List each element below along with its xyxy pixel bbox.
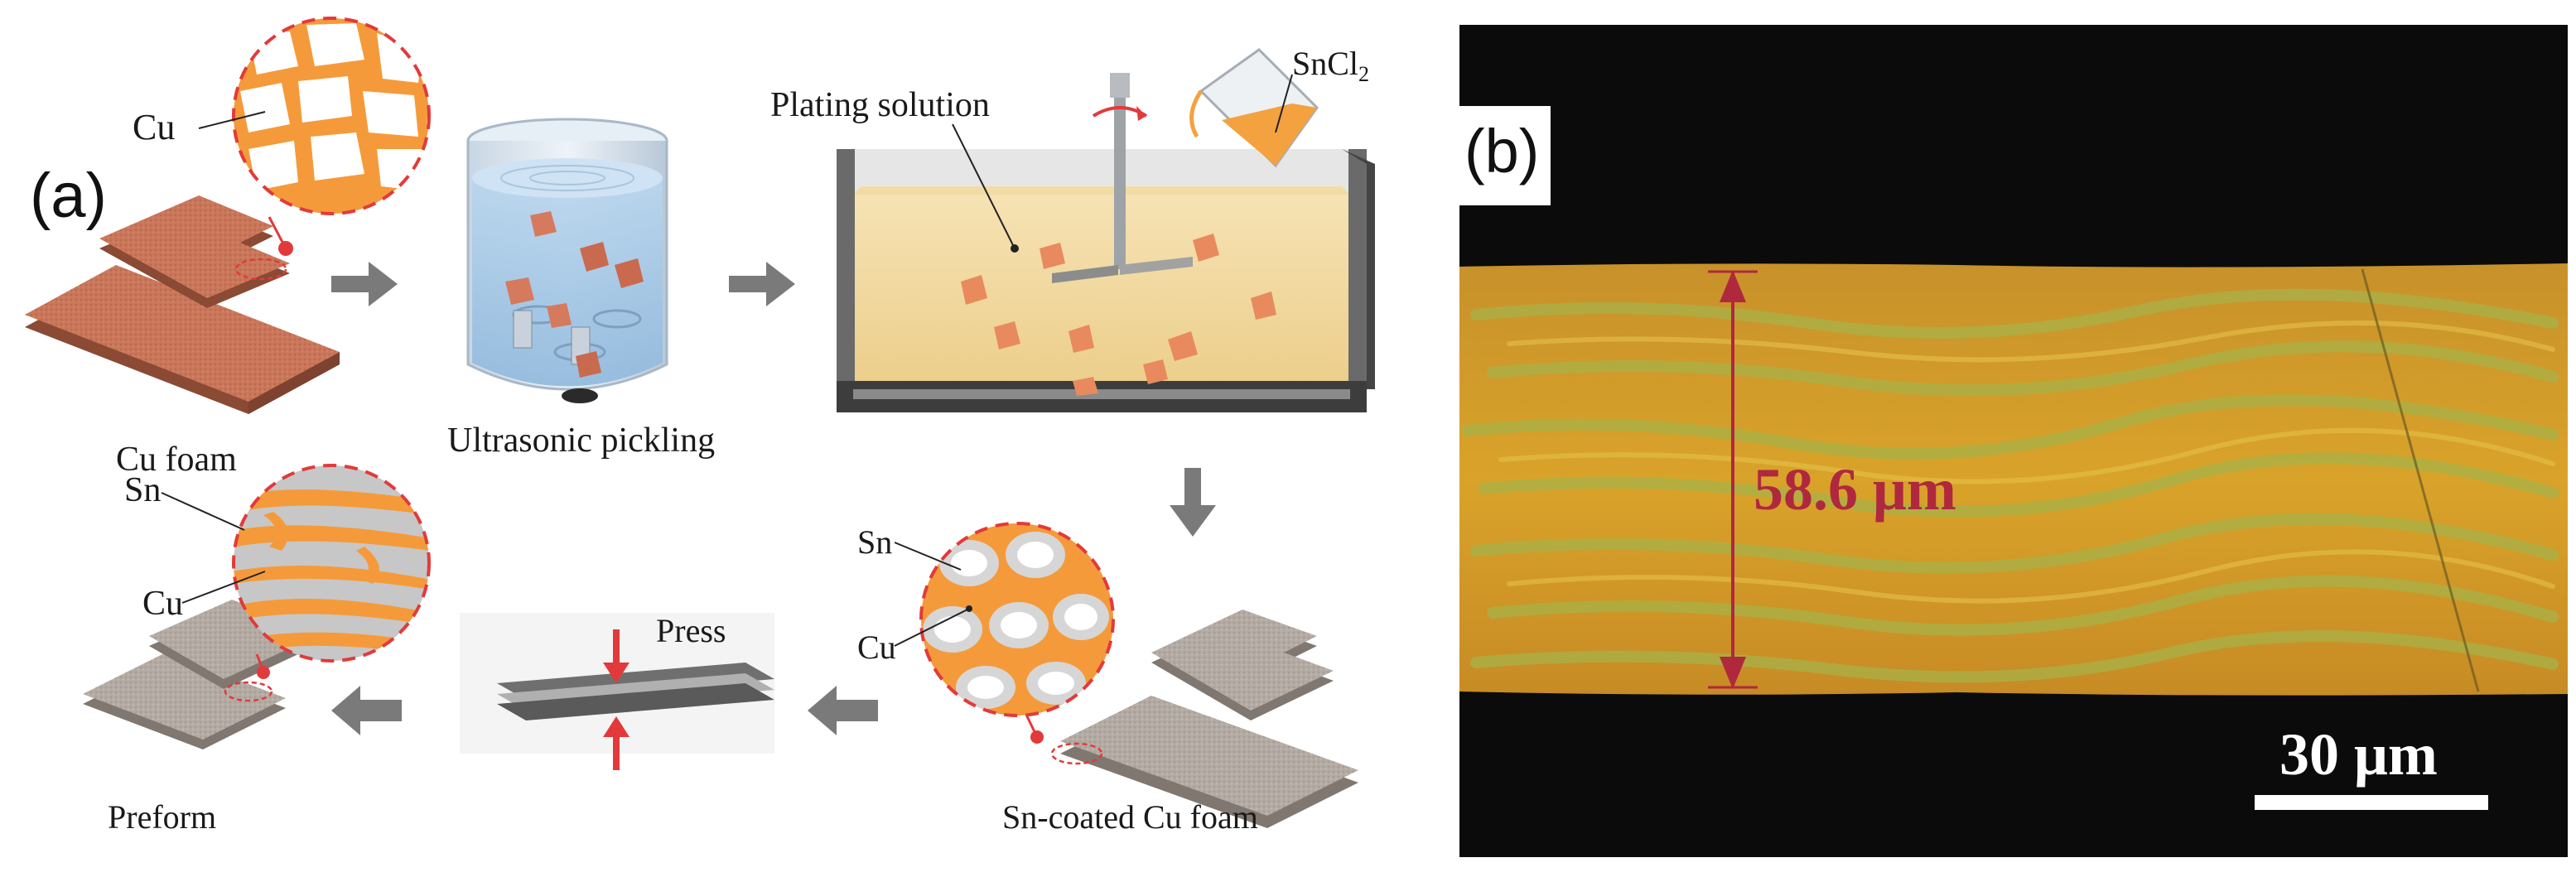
sn-label-3: Sn (857, 523, 892, 561)
panel-a-letter: (a) (30, 161, 107, 231)
arrow-left-2 (331, 686, 402, 735)
sncl2-label: SnCl2 (1292, 45, 1369, 86)
scale-bar-label: 30 μm (2279, 721, 2438, 788)
ultrasonic-label: Ultrasonic pickling (447, 422, 715, 460)
cu-foam-sheet (25, 195, 340, 414)
press-label: Press (656, 612, 726, 649)
sn-label-2: Sn (124, 471, 161, 509)
cu-label-3: Cu (857, 629, 896, 666)
cu-foam-label: Cu foam (116, 441, 237, 479)
sn-coated-foam-sheet (1060, 610, 1358, 828)
plating-solution-label: Plating solution (770, 86, 990, 124)
cu-label-1: Cu (133, 107, 175, 147)
process-schematic: (a) Cu Cu foam (25, 17, 1375, 836)
preform-inset (232, 464, 431, 663)
arrow-down (1170, 468, 1216, 537)
panel-b-letter-box: (b) (1459, 106, 1551, 205)
thickness-label: 58.6 μm (1754, 456, 1956, 523)
panel-b-letter: (b) (1464, 117, 1540, 186)
scale-bar (2255, 795, 2488, 810)
sn-coated-network-inset (919, 522, 1115, 717)
thickness-dimension (1708, 270, 1758, 689)
plating-tank (837, 73, 1375, 412)
sn-coated-label: Sn-coated Cu foam (1002, 798, 1258, 836)
arrow-left-1 (808, 686, 878, 735)
sncl2-beaker (1189, 48, 1319, 168)
arrow-right-1 (331, 262, 398, 306)
preform-label: Preform (108, 798, 216, 836)
cu-label-2: Cu (142, 585, 183, 623)
cross-section-micrograph: 58.6 μm 30 μm (b) (1459, 25, 2568, 857)
cu-network-inset (232, 17, 431, 215)
ultrasonic-beaker (466, 118, 668, 403)
arrow-right-2 (729, 262, 795, 306)
press-stack (460, 613, 774, 770)
